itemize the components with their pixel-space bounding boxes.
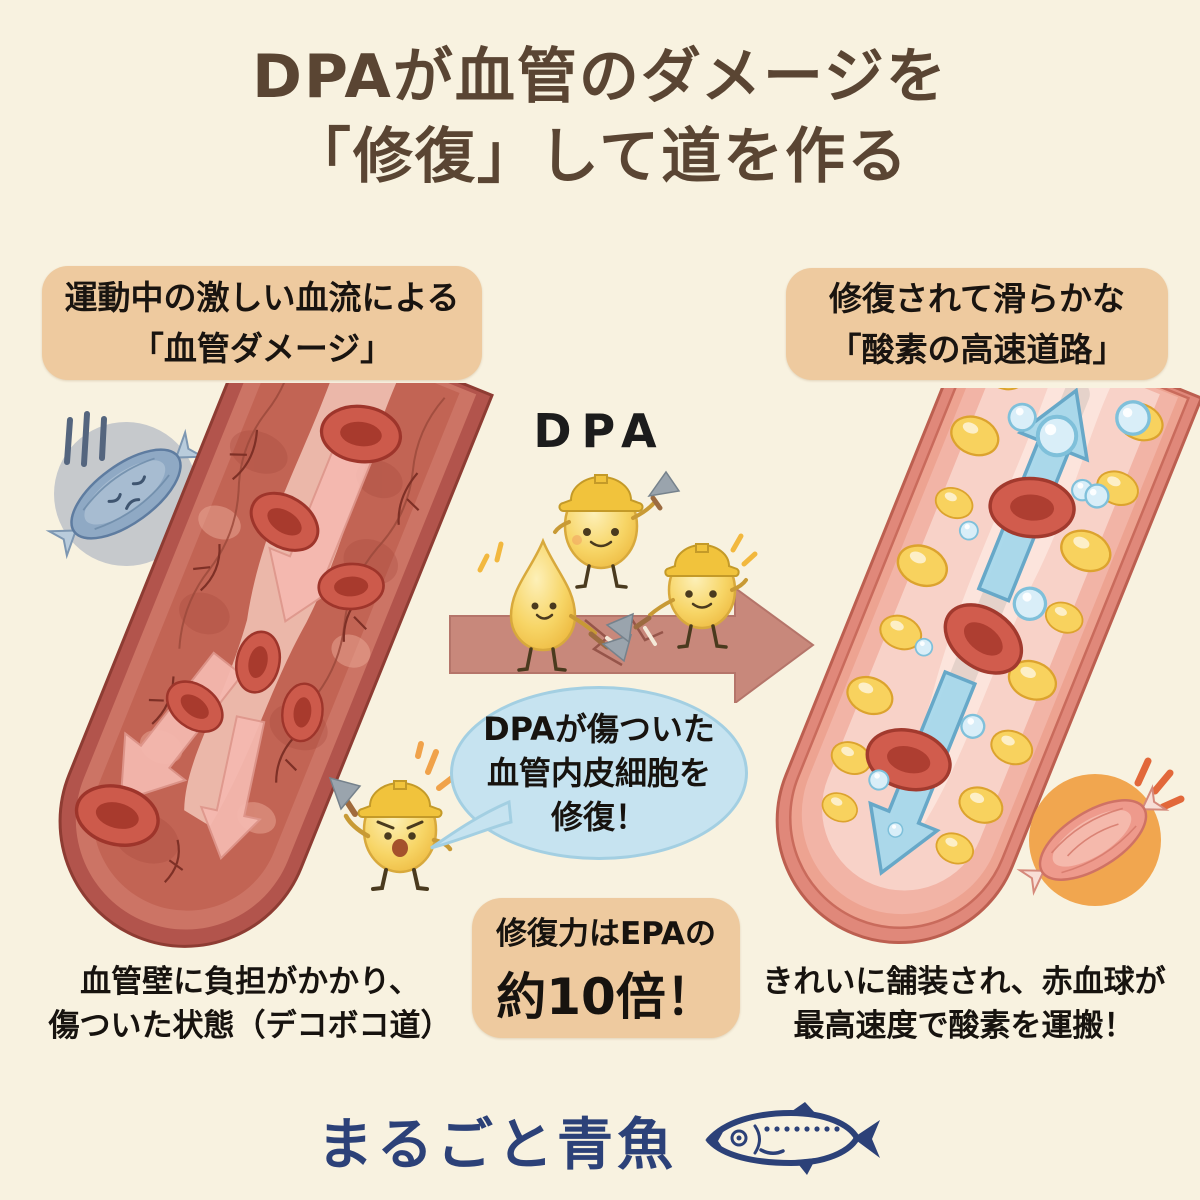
left-vessel-caption: 血管壁に負担がかかり、 傷ついた状態（デコボコ道） (18, 960, 482, 1048)
left-caption-line1: 血管壁に負担がかかり、 (80, 964, 420, 1000)
emphasis-marks-icon (1134, 757, 1185, 811)
page-title: DPAが血管のダメージを 「修復」して道を作る (0, 38, 1200, 198)
fish-logo-icon (705, 1102, 880, 1175)
transition-arrow (449, 586, 815, 703)
healthy-muscle-icon (1016, 757, 1185, 906)
left-vessel-label-line2: 「血管ダメージ」 (130, 329, 394, 368)
vessel-wall-rough-edges (178, 383, 446, 703)
left-caption-line2: 傷ついた状態（デコボコ道） (48, 1008, 452, 1045)
trowel-icon (328, 776, 362, 817)
bubble-line1: DPAが傷ついた (483, 709, 715, 748)
epa-comparison-box: 修復力はEPAの 約10倍！ (472, 898, 740, 1038)
right-caption-line1: きれいに舗装され、赤血球が (762, 964, 1166, 1000)
tired-muscle-icon (45, 411, 207, 566)
right-vessel-label-line1: 修復されて滑らかな (828, 278, 1125, 318)
dpa-droplet-character-top (553, 470, 681, 589)
trowel-icon (588, 631, 633, 663)
construction-helmet-icon (357, 780, 443, 818)
bubble-line2: 血管内皮細胞を (486, 753, 711, 792)
damaged-vessel-illustration (58, 383, 494, 948)
construction-helmet-icon (664, 543, 740, 577)
construction-helmet-icon (558, 474, 644, 512)
right-vessel-label: 修復されて滑らかな 「酸素の高速道路」 (786, 268, 1168, 380)
dpa-droplet-character-repairing (328, 741, 455, 891)
speech-bubble-tail (430, 799, 513, 850)
footer-brand: まるごと青魚 (0, 1098, 1200, 1182)
red-blood-cells (865, 476, 1076, 792)
epa-box-line2: 約10倍！ (496, 967, 716, 1026)
page-title-line1: DPAが血管のダメージを (252, 42, 948, 112)
healed-vessel-illustration (775, 388, 1200, 945)
blood-flow-arrows-down (119, 415, 385, 860)
bubble-line3: 修復！ (550, 798, 647, 837)
fatigue-lines-icon (64, 411, 107, 467)
dpa-speech-bubble: DPAが傷ついた 血管内皮細胞を 修復！ (450, 686, 748, 860)
right-vessel-caption: きれいに舗装され、赤血球が 最高速度で酸素を運搬！ (728, 960, 1200, 1048)
dpa-droplet-character-right (605, 533, 758, 649)
left-vessel-label: 運動中の激しい血流による 「血管ダメージ」 (42, 266, 482, 380)
trowel-icon (647, 470, 681, 511)
page-title-line2: 「修復」して道を作る (290, 121, 910, 192)
dpa-workers-and-arrow (449, 470, 815, 703)
dpa-heading: DPA (533, 404, 667, 458)
brand-name: まるごと青魚 (317, 1111, 677, 1178)
sparkle-marks-icon (415, 741, 455, 791)
trowel-icon (605, 612, 652, 644)
right-vessel-label-line2: 「酸素の高速道路」 (828, 330, 1126, 369)
epa-box-line1: 修復力はEPAの (495, 915, 717, 952)
left-vessel-label-line1: 運動中の激しい血流による (64, 277, 460, 317)
right-caption-line2: 最高速度で酸素を運搬！ (793, 1008, 1135, 1045)
dpa-droplet-character-left (477, 537, 633, 672)
red-blood-cells (74, 404, 403, 847)
